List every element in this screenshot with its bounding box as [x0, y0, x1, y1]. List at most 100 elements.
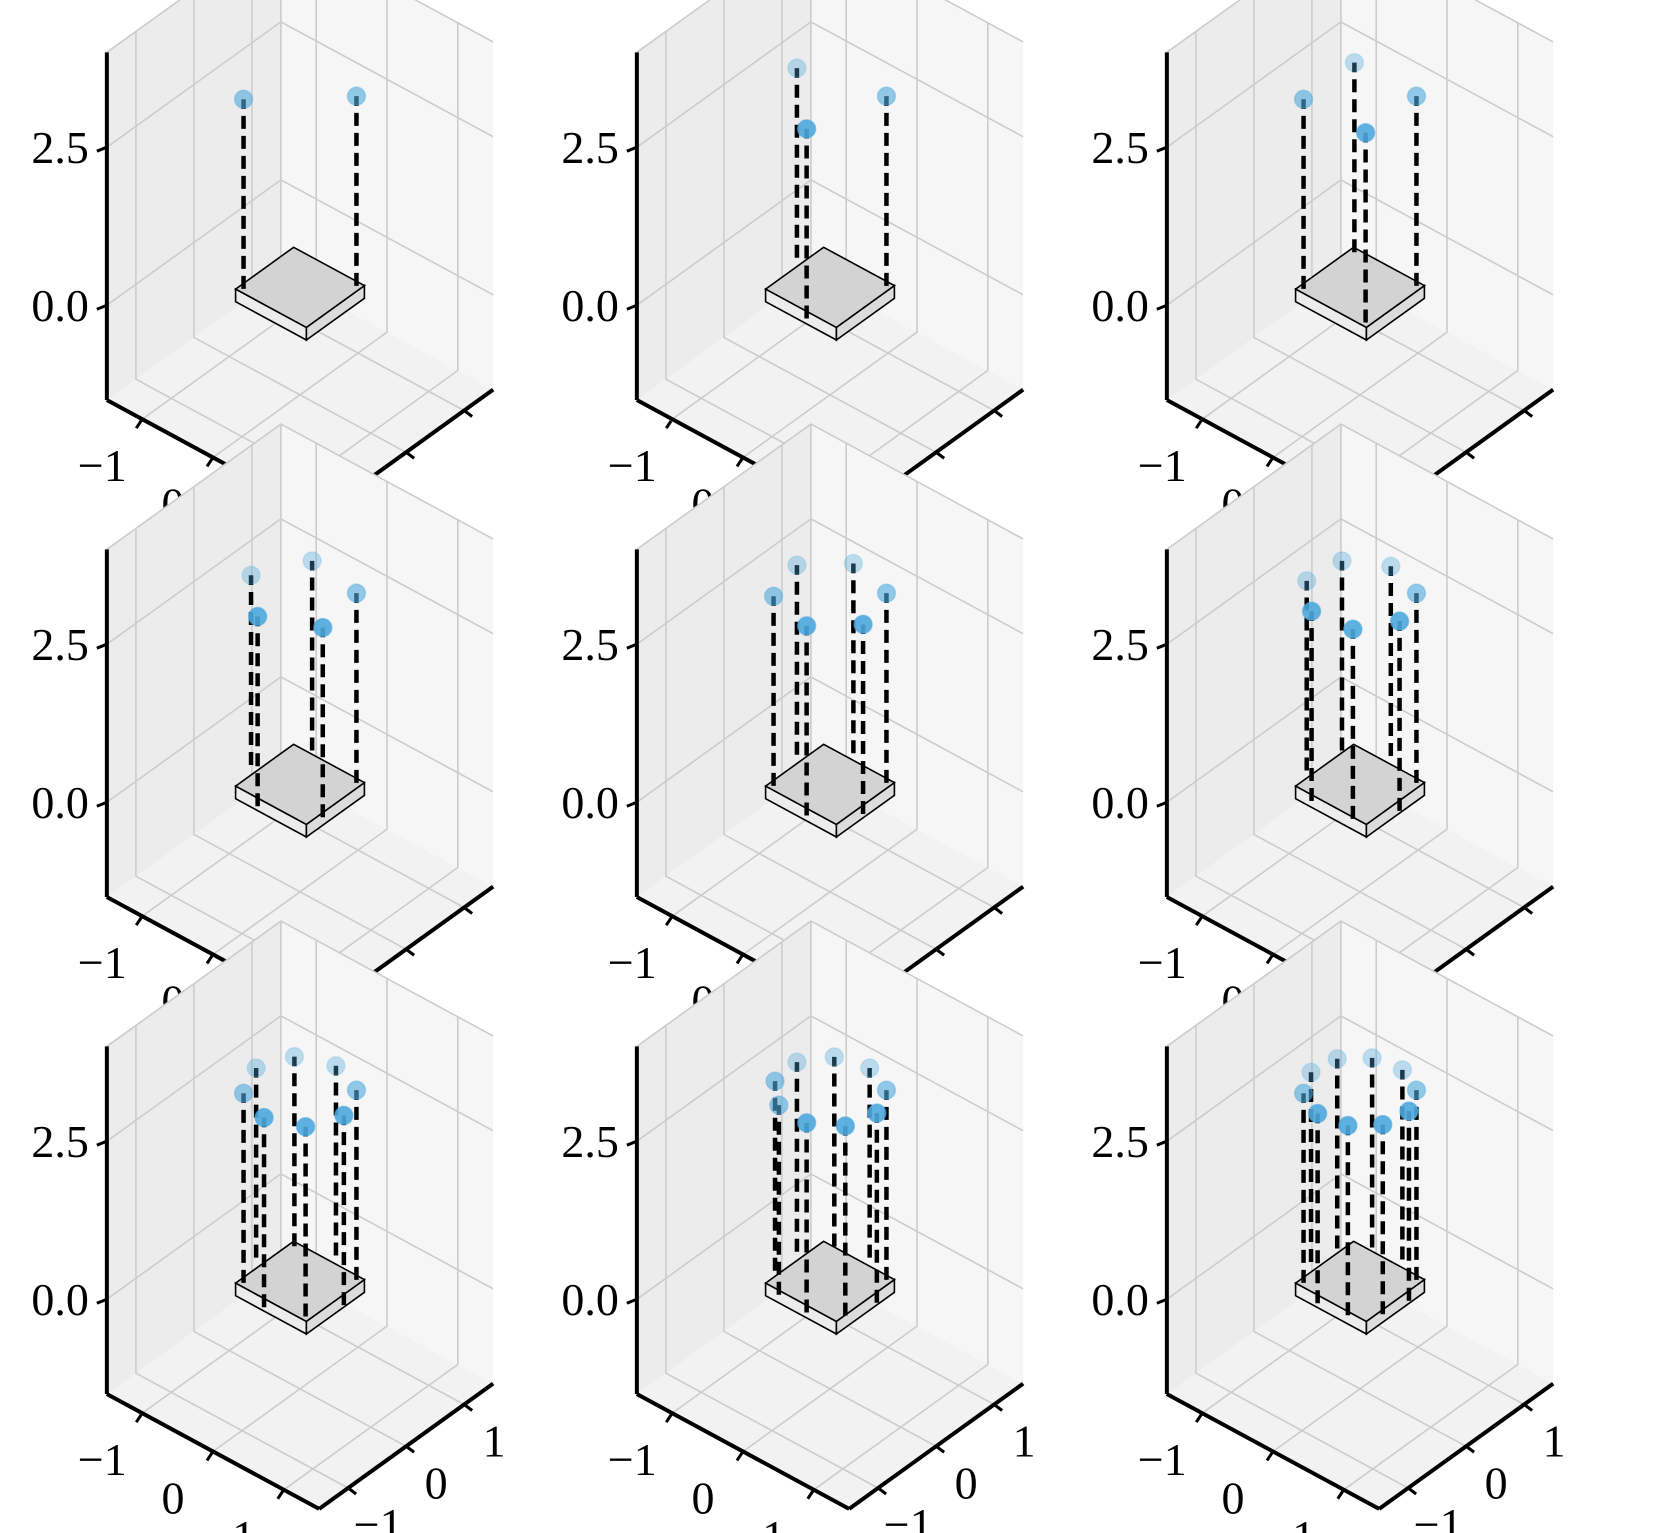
x-tick-label: 0 [1222, 1472, 1245, 1523]
grid-line [742, 0, 918, 459]
data-point [796, 616, 817, 636]
z-tick [626, 800, 638, 808]
base-plate-top [1294, 246, 1426, 329]
data-point [1293, 1083, 1314, 1103]
x-tick-label: −1 [608, 1434, 657, 1485]
grid-line [1343, 22, 1519, 497]
x-tick-label: −1 [78, 937, 127, 988]
y-tick [1465, 1445, 1476, 1454]
base-plate-top [234, 246, 366, 329]
y-tick [405, 948, 416, 957]
base-plate-top [234, 1240, 366, 1323]
y-tick [1465, 948, 1476, 957]
y-tick-label: −1 [354, 1499, 403, 1533]
y-tick-label: 0 [1485, 1457, 1508, 1508]
y-tick [993, 906, 1004, 915]
panel-n8: n=80.02.5−101−101 [31, 920, 506, 1533]
x-tick-label: −1 [78, 1434, 127, 1485]
data-point [1381, 556, 1401, 577]
y-tick [1523, 906, 1534, 915]
y-tick [877, 1486, 888, 1496]
data-point [1389, 611, 1410, 631]
data-point [346, 1080, 367, 1100]
data-point [1327, 1049, 1347, 1069]
y-tick-label: −1 [884, 1499, 933, 1533]
grid-line [813, 22, 989, 497]
z-tick-label: 0.0 [31, 1274, 89, 1325]
x-tick [1336, 1488, 1346, 1500]
z-tick-label: 0.0 [561, 280, 619, 331]
panel-n10: n=100.02.5−101−101 [1091, 920, 1566, 1533]
y-tick-label: 0 [955, 1457, 978, 1508]
data-point [1406, 86, 1427, 106]
data-point [769, 1095, 789, 1115]
y-tick-label: 0 [425, 1457, 448, 1508]
z-tick [1156, 303, 1168, 311]
data-point [787, 1052, 807, 1072]
x-tick-label: −1 [1138, 937, 1187, 988]
y-tick [935, 451, 946, 460]
grid-line [135, 1025, 349, 1489]
data-point [835, 1116, 856, 1136]
pane-edge [106, 0, 494, 53]
grid-line [193, 486, 407, 951]
panel-n3: n=30.02.5−101 [561, 0, 1025, 568]
y-tick [993, 1403, 1004, 1412]
grid-line [283, 519, 459, 994]
x-tick [664, 418, 674, 430]
data-point [1355, 123, 1376, 143]
x-tick [205, 953, 215, 965]
data-point [302, 551, 322, 571]
z-tick [626, 303, 638, 311]
panel-n5: n=50.02.5−101 [31, 423, 495, 1065]
x-tick [1265, 1450, 1275, 1462]
data-point [295, 1117, 316, 1137]
data-point [233, 89, 254, 109]
data-point [1307, 1103, 1328, 1124]
x-tick-label: −1 [608, 937, 657, 988]
z-tick-label: 0.0 [561, 777, 619, 828]
data-point [1392, 1060, 1413, 1080]
data-point [859, 1058, 880, 1078]
x-tick [735, 1450, 745, 1462]
x-tick [664, 915, 674, 927]
grid-line [212, 481, 388, 956]
z-tick-label: 2.5 [561, 619, 619, 670]
data-point [346, 86, 367, 106]
data-point [787, 555, 807, 575]
x-tick [1265, 953, 1275, 965]
grid-line [813, 1016, 989, 1491]
grid-line [723, 983, 937, 1448]
z-tick-label: 2.5 [31, 122, 89, 173]
grid-line [1272, 481, 1448, 956]
z-tick [626, 145, 638, 153]
z-tick-label: 2.5 [31, 619, 89, 670]
x-tick-label: −1 [78, 440, 127, 491]
z-tick [626, 1139, 638, 1147]
pane-edge [636, 0, 1024, 53]
data-point [824, 1047, 845, 1067]
y-tick [1465, 451, 1476, 460]
y-tick-label: 1 [1013, 1415, 1036, 1466]
y-tick-label: −1 [1414, 1499, 1463, 1533]
z-tick-label: 2.5 [1091, 619, 1149, 670]
data-point [876, 583, 897, 603]
y-tick [405, 451, 416, 460]
data-point [241, 565, 261, 586]
base-plate-top [234, 743, 366, 826]
x-tick [1194, 1412, 1204, 1424]
data-point [763, 586, 784, 606]
data-point [1399, 1101, 1419, 1121]
x-tick [276, 1488, 286, 1500]
data-point [796, 119, 817, 139]
x-tick-label: −1 [608, 440, 657, 491]
data-point [876, 86, 897, 106]
data-point [1332, 551, 1352, 571]
z-tick-label: 2.5 [1091, 122, 1149, 173]
z-tick-label: 2.5 [31, 1116, 89, 1167]
z-tick-label: 0.0 [31, 777, 89, 828]
grid-line [665, 1025, 879, 1489]
z-tick [96, 145, 108, 153]
x-tick [134, 915, 144, 927]
